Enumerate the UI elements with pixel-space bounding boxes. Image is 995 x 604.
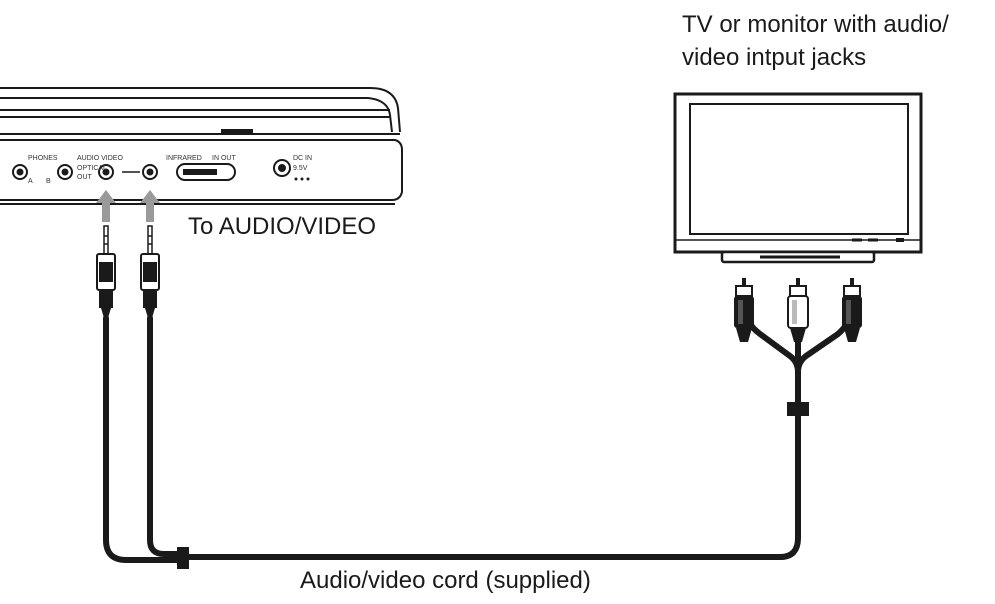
to-audio-video-label: To AUDIO/VIDEO	[188, 213, 377, 240]
video-out-jack	[142, 164, 158, 180]
phones-a-jack	[12, 164, 28, 180]
insert-arrows	[96, 190, 160, 222]
in-out-text: IN OUT	[212, 155, 236, 162]
infrared-switch	[176, 163, 236, 181]
portable-player	[0, 87, 403, 205]
cord-splitter-right	[787, 402, 809, 416]
rca-plug-right	[842, 278, 862, 342]
rca-plug-center	[787, 278, 809, 342]
audio-video-text: AUDIO VIDEO	[77, 155, 123, 162]
phones-text: PHONES	[28, 155, 58, 162]
phones-a-text: A	[28, 178, 33, 185]
tv-label-line2: video intput jacks	[682, 44, 867, 71]
volt-text: 9.5V	[293, 165, 308, 172]
out-text: OUT	[77, 174, 93, 181]
cord-splitter-left	[177, 547, 189, 569]
dc-in-jack	[273, 159, 291, 177]
player-jacks	[12, 159, 310, 181]
phones-b-jack	[57, 164, 73, 180]
arrow-video-icon	[140, 190, 160, 222]
cord-label: Audio/video cord (supplied)	[300, 567, 591, 594]
mini-plug-audio	[96, 225, 116, 318]
av-cord	[103, 302, 855, 563]
arrow-audio-icon	[96, 190, 116, 222]
tv-label-line1: TV or monitor with audio/	[682, 11, 949, 38]
player-panel-text: PHONES A B AUDIO VIDEO OPTICAL OUT INFRA…	[28, 155, 312, 185]
phones-b-text: B	[46, 178, 51, 185]
mini-plug-video	[140, 225, 160, 318]
dc-in-text: DC IN	[293, 155, 312, 162]
infrared-text: INFRARED	[166, 155, 202, 162]
tv-screen	[689, 103, 909, 235]
audio-out-jack	[98, 164, 114, 180]
tv-monitor	[673, 92, 923, 264]
rca-plug-left	[734, 278, 754, 342]
optical-text: OPTICAL	[77, 165, 107, 172]
